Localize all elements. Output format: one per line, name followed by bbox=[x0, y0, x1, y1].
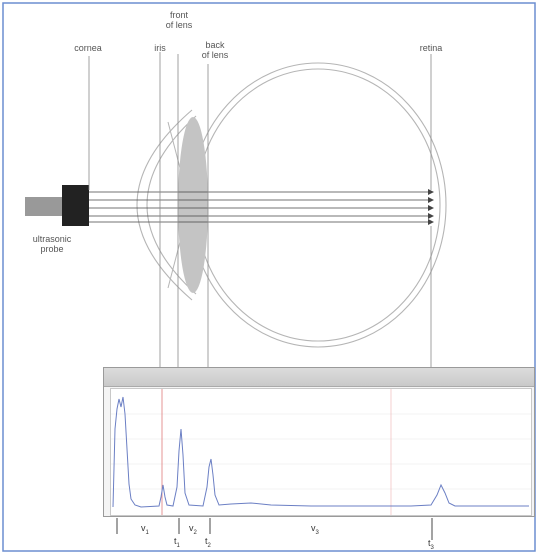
ultrasonic-probe-label: ultrasonic probe bbox=[32, 234, 72, 254]
probe-head bbox=[62, 185, 89, 226]
eye-globe bbox=[189, 62, 447, 348]
retina-label: retina bbox=[419, 43, 443, 53]
v1-label: v1 bbox=[141, 523, 149, 536]
cornea-outline bbox=[136, 109, 197, 301]
beam-arrowheads bbox=[428, 189, 434, 225]
guide-lines bbox=[88, 52, 432, 370]
ultrasound-beam bbox=[89, 191, 428, 223]
echo-signal bbox=[112, 396, 529, 508]
cornea-label: cornea bbox=[74, 43, 102, 53]
iris-label: iris bbox=[154, 43, 166, 53]
back-of-lens-label: back of lens bbox=[201, 40, 229, 60]
lens-shape bbox=[178, 117, 208, 293]
v3-label: v3 bbox=[311, 523, 319, 536]
probe-handle bbox=[25, 197, 65, 216]
t3-label: t3 bbox=[428, 538, 434, 551]
t1-label: t1 bbox=[174, 536, 180, 549]
a-scan-plot bbox=[110, 388, 532, 516]
front-of-lens-label: front of lens bbox=[165, 10, 193, 30]
a-scan-trace bbox=[111, 389, 531, 515]
a-scan-window bbox=[103, 367, 535, 517]
t2-label: t2 bbox=[205, 536, 211, 549]
a-scan-toolbar bbox=[104, 368, 534, 387]
v2-label: v2 bbox=[189, 523, 197, 536]
bottom-guides bbox=[116, 518, 433, 540]
